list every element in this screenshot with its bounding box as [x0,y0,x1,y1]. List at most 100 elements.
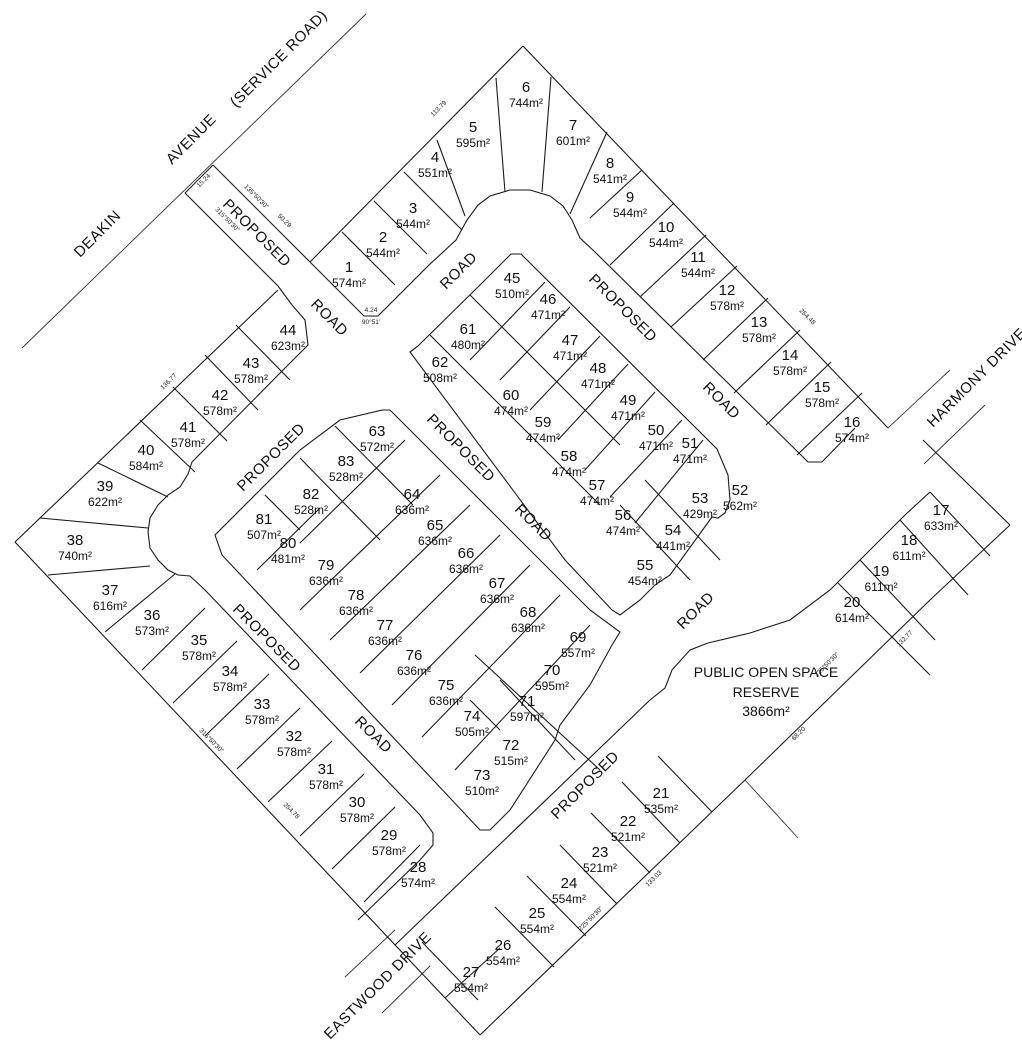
lot-number: 50 [648,422,665,439]
dim-west-boundary: 254.78 [282,801,301,820]
lot-area: 521m² [583,861,617,875]
lot-number: 57 [589,477,606,494]
dim-east-boundary: 132.77 [895,629,914,648]
lot-area: 578m² [171,436,205,450]
lot-number: 17 [933,502,950,519]
dim-bearing: 135°50'30" [242,183,270,211]
lot-area: 528m² [294,503,328,517]
lot-area: 474m² [580,494,614,508]
lot-number: 43 [243,355,260,372]
lot-area: 616m² [93,599,127,613]
lot-area: 480m² [451,338,485,352]
lot-number: 69 [570,629,587,646]
lot-area: 441m² [656,539,690,553]
lot-labels: 1574m²2544m²3544m²4551m²5595m²6744m²7601… [58,79,958,995]
deakin-label: DEAKIN [71,207,125,261]
lot-number: 44 [280,322,297,339]
lot-area: 622m² [88,495,122,509]
lot-area: 578m² [309,778,343,792]
lot-area: 578m² [203,404,237,418]
lot-area: 541m² [593,172,627,186]
lot-area: 578m² [277,745,311,759]
lot-area: 636m² [395,503,429,517]
lot-number: 23 [592,844,609,861]
lot-area: 562m² [723,499,757,513]
lot-number: 15 [814,379,831,396]
lot-area: 578m² [742,331,776,345]
lot-number: 66 [458,545,475,562]
lot-area: 510m² [465,784,499,798]
lot-area: 471m² [673,452,707,466]
lot-area: 578m² [182,649,216,663]
lot-number: 53 [692,490,709,507]
lot-area: 528m² [329,470,363,484]
lot-number: 6 [522,79,530,96]
lot-area: 521m² [611,830,645,844]
dim-southeast-boundary: 133.03 [644,869,663,888]
lot-area: 554m² [552,892,586,906]
site-boundary [14,45,1011,1036]
lot-area: 508m² [423,371,457,385]
dim-truncation-angle-1: 90°51' [362,318,380,326]
lot-area: 544m² [613,206,647,220]
harmony-drive: HARMONY DRIVE [887,325,1022,465]
lot-number: 33 [254,696,271,713]
proposed-road-label-2: PROPOSED [585,271,660,346]
lot-area: 636m² [368,634,402,648]
lot-number: 2 [379,229,387,246]
lot-number: 16 [844,414,861,431]
lot-number: 22 [620,813,637,830]
lot-number: 51 [682,435,699,452]
lot-area: 578m² [340,811,374,825]
proposed-road-label-5: PROPOSED [229,601,304,676]
lot-number: 10 [658,219,675,236]
lot-area: 636m² [511,621,545,635]
lot-number: 4 [431,149,439,166]
lot-area: 471m² [639,439,673,453]
dim-length: 50.29 [276,213,293,230]
lot-area: 471m² [553,349,587,363]
lot-area: 454m² [628,574,662,588]
lot-area: 636m² [480,592,514,606]
lot-area: 636m² [397,664,431,678]
lot-number: 63 [369,423,386,440]
lot-area: 601m² [556,134,590,148]
lot-area: 597m² [510,710,544,724]
proposed-road-label-4: PROPOSED [423,411,498,486]
lot-area: 611m² [864,580,897,594]
proposed-road-label-1: PROPOSED [219,196,294,271]
lot-area: 557m² [561,646,595,660]
